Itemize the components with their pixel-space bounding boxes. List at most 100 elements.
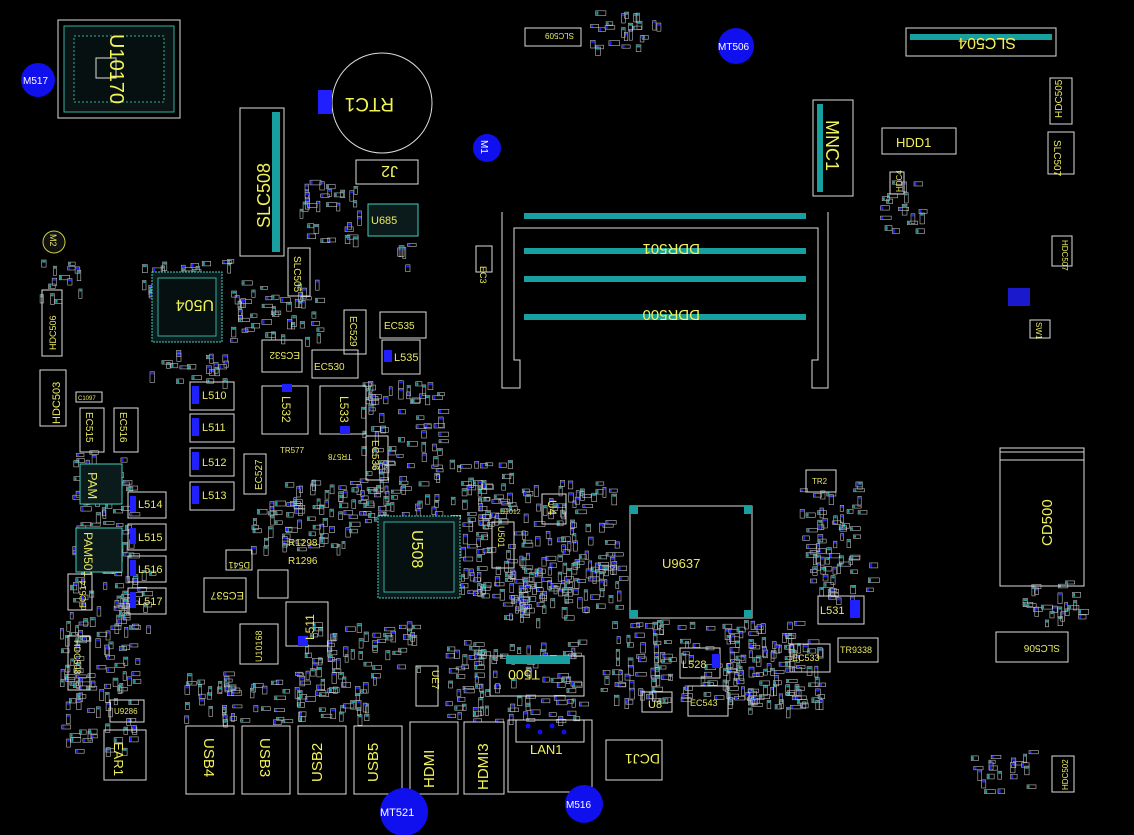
mounting-hole-mt521[interactable]: MT521 — [380, 788, 428, 835]
component-ec536[interactable]: EC536 — [365, 435, 389, 481]
component-l513[interactable]: L513 — [189, 481, 235, 511]
component-l535[interactable]: L535 — [381, 339, 421, 375]
component-l533[interactable]: L533 — [319, 385, 367, 435]
component-ec535[interactable]: EC535 — [379, 311, 427, 339]
smd-part — [123, 726, 128, 735]
component-u9286[interactable]: U9286 — [109, 699, 145, 723]
component-ddr500[interactable]: DDR500 — [524, 276, 806, 323]
smd-part — [349, 190, 354, 202]
component-ec537[interactable]: EC537 — [203, 577, 247, 613]
component-slc504[interactable]: SLC504 — [905, 27, 1057, 57]
component-slc506[interactable]: SLC506 — [995, 631, 1069, 663]
smd-pad — [317, 685, 320, 689]
smd-part — [729, 647, 740, 653]
component-c1097[interactable]: C1097 — [75, 391, 103, 403]
smd-pad — [254, 706, 258, 709]
component-u685[interactable]: U685 — [367, 203, 419, 237]
component-hdc504[interactable]: HDC4 — [889, 170, 905, 195]
component-ec543[interactable]: EC543 — [687, 685, 729, 717]
component-tr2[interactable]: TR2 — [805, 469, 837, 493]
mounting-hole-m2[interactable]: M2 — [42, 230, 66, 254]
component-usb3[interactable]: USB3 — [241, 725, 291, 795]
component-l512[interactable]: L512 — [189, 447, 235, 477]
component-slc509[interactable]: SLC509 — [524, 27, 582, 47]
component-usb2[interactable]: USB2 — [297, 725, 347, 795]
component-u504[interactable]: U504 — [151, 271, 223, 343]
smd-part — [438, 416, 444, 428]
smd-pad — [989, 760, 992, 763]
component-ec530[interactable]: EC530 — [311, 349, 359, 379]
component-pam[interactable]: PAM — [79, 463, 123, 505]
component-ec3[interactable]: EC3 — [475, 245, 493, 284]
component-hdc505[interactable]: HDC505 — [1049, 77, 1073, 125]
component-slc505[interactable]: SLC505 — [287, 247, 311, 297]
component-dcj1[interactable]: DCJ1 — [605, 739, 663, 781]
smd-pad — [361, 690, 364, 693]
component-l531[interactable]: L531 — [817, 595, 865, 625]
component-hdc503[interactable]: HDC503 — [39, 369, 67, 427]
mounting-hole-m517[interactable]: M517 — [21, 63, 55, 97]
smd-pad — [637, 623, 639, 626]
smd-pad — [230, 339, 233, 342]
component-ec529[interactable]: EC529 — [343, 309, 367, 355]
component-slc508[interactable]: SLC508 — [239, 107, 285, 257]
component-l516[interactable]: L516 — [127, 555, 167, 583]
component-l528[interactable]: L528 — [679, 647, 721, 679]
component-l510[interactable]: L510 — [189, 381, 235, 411]
component-mnc1[interactable]: MNC1 — [812, 99, 854, 197]
component-ec515[interactable]: EC515 — [79, 407, 105, 453]
component-l517[interactable]: L517 — [127, 587, 167, 615]
component-lan1[interactable]: LAN1 — [507, 719, 593, 793]
component-ddr501[interactable]: DDR501 — [524, 213, 806, 257]
component-u8[interactable]: U8 — [641, 691, 673, 713]
component-pam501[interactable]: PAM501 — [75, 527, 123, 577]
component-u501[interactable]: U501 — [491, 521, 515, 569]
component-l511b[interactable]: L511 — [285, 601, 329, 647]
smd-part — [253, 518, 257, 525]
component-usb4[interactable]: USB4 — [185, 725, 235, 795]
component-hdc506[interactable]: HDC506 — [41, 289, 63, 357]
component-ec533[interactable]: EC533 — [789, 643, 831, 673]
component-usb5[interactable]: USB5 — [353, 725, 403, 795]
component-hdc502[interactable]: HDC502 — [1051, 755, 1075, 793]
component-hdmi3[interactable]: HDMI3 — [463, 721, 505, 795]
component-u10168[interactable]: U10168 — [239, 623, 279, 665]
component-u9637[interactable]: U9637 — [629, 505, 753, 619]
mounting-hole-m1[interactable]: M1 — [473, 134, 501, 162]
component-hdc507[interactable]: HDC507 — [1051, 235, 1073, 271]
component-l515[interactable]: L515 — [127, 523, 167, 551]
mounting-hole-m516[interactable]: M516 — [565, 785, 603, 823]
mounting-hole-mt506[interactable]: MT506 — [718, 28, 754, 64]
smd-part — [740, 686, 745, 696]
component-ear1[interactable]: EAR1 — [103, 729, 147, 781]
component-ue7[interactable]: UE7 — [415, 665, 440, 707]
component-l511[interactable]: L511 — [189, 413, 235, 443]
component-sw1[interactable]: SW1 — [1029, 319, 1051, 340]
smd-pad — [177, 353, 181, 356]
component-hdd1[interactable]: HDD1 — [881, 127, 957, 155]
component-u10170[interactable]: U10170 — [57, 19, 181, 119]
component-ec532[interactable]: EC532 — [261, 339, 303, 373]
component-hdmi[interactable]: HDMI — [409, 721, 459, 795]
smd-part — [59, 628, 64, 640]
component-t500[interactable]: T500 — [489, 655, 585, 697]
component-u508[interactable]: U508 — [377, 515, 461, 599]
smd-pad — [124, 599, 128, 602]
component-tr9338[interactable]: TR9338 — [837, 637, 879, 663]
component-j2[interactable]: J2 — [355, 159, 419, 185]
component-l532[interactable]: L532 — [261, 384, 309, 435]
component-d541[interactable]: D541 — [225, 549, 253, 571]
component-hdc508[interactable]: HDC508 — [67, 635, 91, 691]
component-l514[interactable]: L514 — [127, 491, 167, 519]
component-ec527[interactable]: EC527 — [243, 453, 267, 495]
component-u4[interactable]: U4 — [541, 493, 567, 525]
component-ec514[interactable]: EC514 — [67, 573, 93, 611]
smd-pad — [88, 709, 91, 712]
smd-part — [241, 280, 253, 286]
component-rtc1[interactable]: RTC1 — [318, 52, 433, 154]
component-ec516[interactable]: EC516 — [113, 407, 139, 453]
smd-part — [411, 635, 418, 646]
component-slc507[interactable]: SLC507 — [1047, 131, 1075, 177]
smd-pad — [603, 487, 606, 490]
component-cd500[interactable]: CD500 — [999, 447, 1085, 587]
